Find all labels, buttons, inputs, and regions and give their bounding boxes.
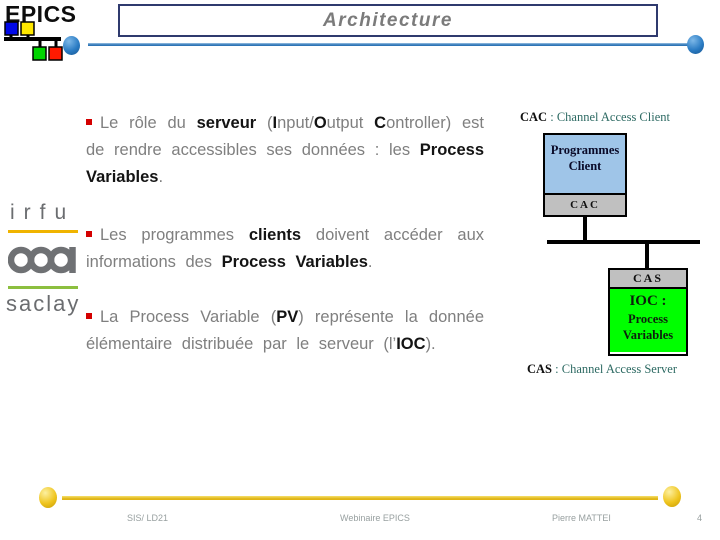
footer-department: SIS/ LD21 <box>127 513 169 523</box>
bullet-text: Le rôle du serveur (Input/Output Control… <box>86 114 484 186</box>
cas-definition: : Channel Access Server <box>552 362 677 376</box>
cas-strip-label: CAS <box>610 270 686 289</box>
bullet-square-icon <box>86 313 92 319</box>
process-label: Process <box>627 312 669 326</box>
title-box: Architecture <box>118 4 658 37</box>
cas-definition-label: CAS : Channel Access Server <box>527 362 677 377</box>
bullet-text: La Process Variable (PV) représente la d… <box>86 308 484 353</box>
footer-sphere-left <box>39 487 57 508</box>
bullet-process-variable: La Process Variable (PV) représente la d… <box>86 304 484 358</box>
bullet-square-icon <box>86 119 92 125</box>
connector-client-to-bus <box>583 215 587 242</box>
saclay-rule <box>8 286 78 289</box>
ioc-server-box: CAS IOC : Process Variables <box>608 268 688 356</box>
ioc-label: IOC : <box>629 293 667 309</box>
cea-logo-icon <box>8 246 76 274</box>
bullet-text: Les programmes clients doivent accéder a… <box>86 226 484 271</box>
irfu-rule <box>8 230 78 233</box>
client-programs-label: Programmes Client <box>545 135 625 195</box>
footer-page-number: 4 <box>697 513 703 523</box>
cac-definition: : Channel Access Client <box>547 110 670 124</box>
variables-label: Variables <box>622 328 674 342</box>
cas-term: CAS <box>527 362 553 376</box>
header-sphere-left <box>63 36 80 55</box>
client-programs-box: Programmes Client CAC <box>543 133 627 217</box>
ioc-body: IOC : Process Variables <box>610 289 686 352</box>
cac-definition-label: CAC : Channel Access Client <box>520 110 670 125</box>
header-sphere-right <box>687 35 704 54</box>
bullet-serveur: Le rôle du serveur (Input/Output Control… <box>86 110 484 191</box>
cac-strip-label: CAC <box>545 195 625 215</box>
page-title: Architecture <box>323 9 453 31</box>
bullet-square-icon <box>86 231 92 237</box>
connector-bus-to-server <box>645 243 649 268</box>
cac-term: CAC <box>520 110 548 124</box>
bullet-clients: Les programmes clients doivent accéder a… <box>86 222 484 276</box>
header-rule <box>88 43 689 46</box>
epics-network-icon <box>4 21 63 61</box>
footer-author: Pierre MATTEI <box>552 513 611 523</box>
network-bus-line <box>547 240 700 244</box>
footer-event: Webinaire EPICS <box>340 513 410 523</box>
irfu-logo: irfu <box>10 201 76 224</box>
footer-rule <box>62 496 658 500</box>
footer-sphere-right <box>663 486 681 507</box>
saclay-logo: saclay <box>6 291 81 316</box>
